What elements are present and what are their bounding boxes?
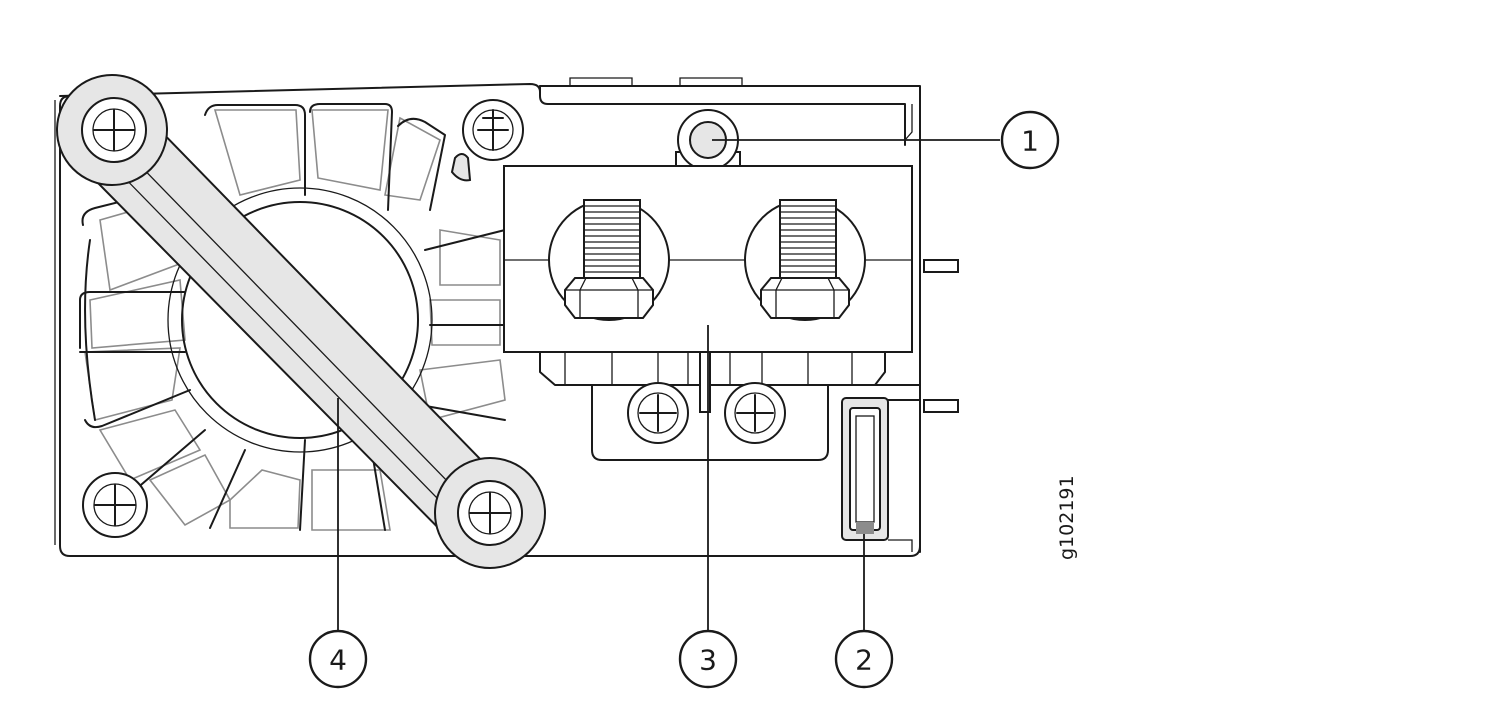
screw-bottom-left xyxy=(82,472,148,538)
callout-1-label: 1 xyxy=(1021,125,1039,158)
screw-top-right xyxy=(462,99,524,161)
fan-screws xyxy=(82,99,524,538)
callout-4: 4 xyxy=(308,629,368,689)
leader-lines xyxy=(337,139,1000,632)
handle xyxy=(56,74,546,569)
callout-2-label: 2 xyxy=(855,644,873,677)
terminal-block xyxy=(503,109,913,461)
callout-1: 1 xyxy=(1000,110,1060,170)
figure-id: g102191 xyxy=(1056,475,1078,560)
callout-3-label: 3 xyxy=(699,644,717,677)
callout-2: 2 xyxy=(834,629,894,689)
callout-4-label: 4 xyxy=(329,644,347,677)
chassis xyxy=(54,77,959,557)
callout-3: 3 xyxy=(678,629,738,689)
ejector-latch xyxy=(839,384,921,541)
